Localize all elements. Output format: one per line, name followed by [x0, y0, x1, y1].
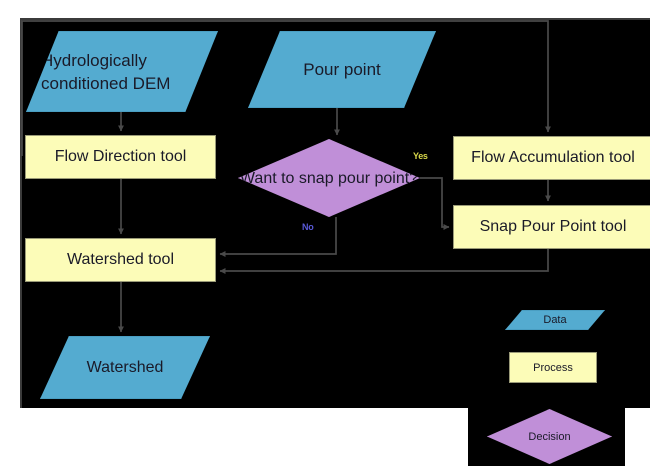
node-label: Watershed: [86, 358, 164, 376]
node-label: Pour point: [303, 59, 381, 79]
legend-label: Process: [533, 361, 573, 374]
node-label: Snap Pour Point tool: [479, 218, 627, 235]
node-label: Want to snap pour point?: [239, 169, 419, 187]
node-label: Watershed tool: [66, 251, 174, 268]
node-watershed-tool[interactable]: Watershed tool: [25, 238, 216, 282]
legend-item-data: Data: [505, 310, 605, 330]
legend-label: Decision: [528, 430, 571, 443]
edge-label-no: No: [302, 222, 314, 232]
node-flow-direction-tool[interactable]: Flow Direction tool: [25, 135, 216, 179]
node-label: Flow Accumulation tool: [471, 149, 635, 166]
node-label: Hydrologically conditioned DEM: [41, 50, 171, 93]
node-watershed-output[interactable]: Watershed: [40, 336, 210, 399]
node-hydrologically-conditioned-dem[interactable]: Hydrologically conditioned DEM: [26, 31, 218, 112]
legend-label: Data: [543, 314, 567, 326]
node-pour-point[interactable]: Pour point: [248, 31, 436, 108]
node-flow-accumulation-tool[interactable]: Flow Accumulation tool: [453, 136, 650, 180]
legend-item-process: Process: [509, 352, 597, 383]
edge-label-yes: Yes: [413, 151, 428, 161]
node-snap-pour-point-tool[interactable]: Snap Pour Point tool: [453, 205, 650, 249]
node-label: Flow Direction tool: [54, 148, 187, 165]
